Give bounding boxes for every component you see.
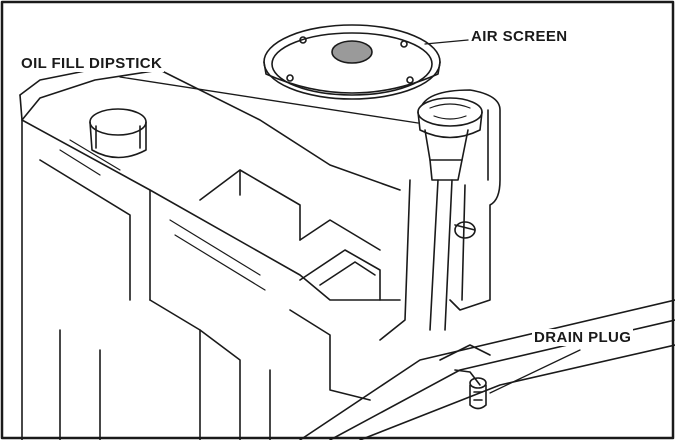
tank-cap [89, 108, 147, 159]
air-screen-label: AIR SCREEN [469, 28, 570, 45]
tank-ribs [59, 139, 266, 291]
drain-plug-part [439, 344, 491, 410]
drain-plug-leader [489, 349, 581, 394]
air-screen-part [263, 24, 441, 100]
drain-plug-label: DRAIN PLUG [532, 329, 634, 346]
oil-fill-dipstick-part [379, 89, 501, 341]
oil-fill-dipstick-label: OIL FILL DIPSTICK [19, 55, 165, 72]
oil-fill-dipstick-leader [119, 76, 419, 124]
leader-lines [119, 39, 581, 394]
air-screen-leader [424, 39, 469, 45]
